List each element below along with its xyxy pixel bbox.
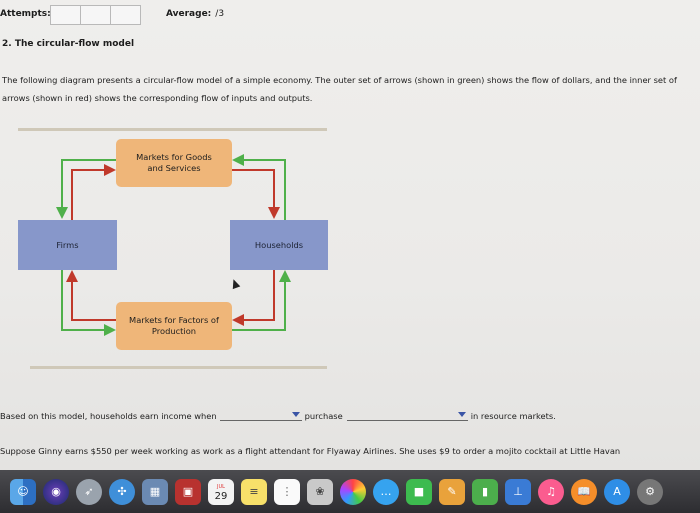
average-value: /3: [215, 9, 225, 19]
sentence-part-2: purchase: [304, 411, 343, 421]
ibooks-icon[interactable]: 📖: [571, 478, 597, 505]
green-arrow-factors-to-households: [232, 270, 291, 331]
attempt-box: [80, 5, 111, 25]
red-arrow-households-to-factors: [232, 270, 275, 326]
factors-market-label: Markets for Factors of Production: [129, 315, 219, 336]
circular-flow-diagram: Markets for Goods and Services Markets f…: [0, 125, 340, 365]
red-arrow-factors-to-firms: [66, 270, 116, 321]
system-preferences-icon[interactable]: ⚙: [637, 478, 663, 505]
question-title: 2. The circular-flow model: [2, 39, 135, 49]
photo-booth-icon[interactable]: ▣: [175, 478, 201, 505]
red-arrow-goods-to-households: [232, 169, 280, 219]
next-question-text: Suppose Ginny earns $550 per week workin…: [0, 446, 621, 456]
green-arrow-firms-to-factors: [61, 270, 116, 336]
photo-browser-icon[interactable]: ❀: [307, 478, 333, 505]
facetime-icon[interactable]: ■: [406, 478, 432, 505]
firms-box: Firms: [18, 220, 117, 270]
attempt-box: [50, 5, 81, 25]
safari-icon[interactable]: ✣: [109, 478, 135, 505]
average-score: Average:/3: [166, 9, 224, 19]
calendar-icon[interactable]: JUL 29: [208, 478, 234, 505]
messages-icon[interactable]: …: [373, 478, 399, 505]
firms-label: Firms: [56, 239, 79, 250]
finder-icon[interactable]: ☺: [10, 478, 36, 505]
average-label: Average:: [166, 9, 212, 19]
chevron-down-icon: [457, 412, 466, 417]
keynote-icon[interactable]: ⊥: [505, 478, 531, 505]
itunes-icon[interactable]: ♫: [538, 478, 564, 505]
launchpad-icon[interactable]: ➶: [76, 478, 102, 505]
dropdown-who-earns[interactable]: [219, 409, 302, 421]
divider-bottom: [30, 366, 327, 369]
reminders-icon[interactable]: ⋮: [274, 478, 300, 505]
green-arrow-goods-to-firms: [56, 159, 116, 219]
flow-arrows: [56, 154, 291, 336]
attempts-label: Attempts:: [0, 9, 51, 19]
web-page: Attempts: Average:/3 2. The circular-flo…: [0, 0, 700, 470]
app-store-icon[interactable]: A: [604, 478, 630, 505]
chevron-down-icon: [291, 412, 300, 417]
green-arrow-households-to-goods: [232, 154, 286, 220]
goods-services-market: Markets for Goods and Services: [116, 139, 232, 187]
attempt-box: [110, 5, 141, 25]
households-box: Households: [230, 220, 328, 270]
calendar-month: JUL: [217, 483, 225, 490]
question-description: The following diagram presents a circula…: [2, 75, 677, 103]
siri-icon[interactable]: ◉: [43, 478, 69, 505]
sentence-part-1: Based on this model, households earn inc…: [0, 411, 217, 421]
households-label: Households: [254, 239, 304, 250]
red-arrow-firms-to-goods: [71, 164, 116, 220]
sentence-part-3: in resource markets.: [470, 411, 556, 421]
photos-icon[interactable]: [340, 478, 366, 505]
notes-icon[interactable]: ≡: [241, 478, 267, 505]
fill-in-sentence: Based on this model, households earn inc…: [0, 409, 556, 421]
goods-services-market-label: Markets for Goods and Services: [136, 152, 212, 173]
pages-icon[interactable]: ✎: [439, 478, 465, 505]
factors-of-production-market: Markets for Factors of Production: [116, 302, 232, 350]
attempt-indicators: [50, 5, 141, 25]
divider-top: [18, 128, 327, 131]
preview-icon[interactable]: ▦: [142, 478, 168, 505]
macos-dock: ☺ ◉ ➶ ✣ ▦ ▣ JUL 29 ≡ ⋮ ❀ … ■ ✎ ▮ ⊥ ♫ 📖 A…: [0, 470, 700, 513]
numbers-icon[interactable]: ▮: [472, 478, 498, 505]
calendar-day: 29: [214, 490, 228, 502]
dropdown-what-purchased[interactable]: [346, 409, 468, 421]
